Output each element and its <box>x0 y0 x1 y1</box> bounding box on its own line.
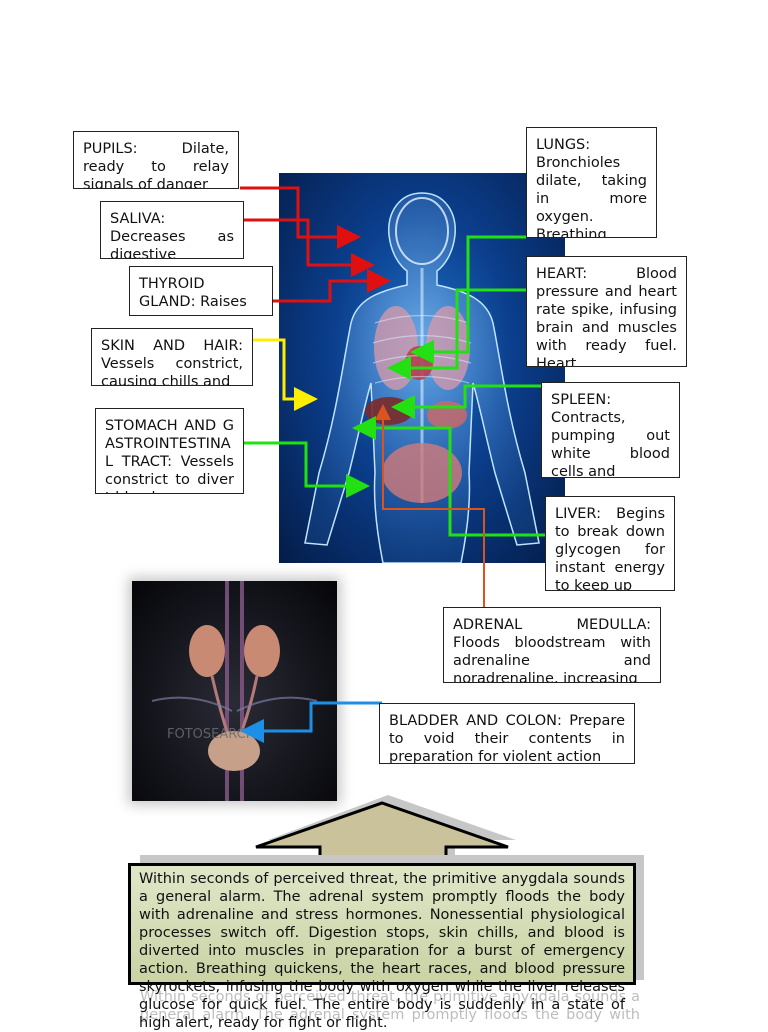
pelvic-vessels <box>151 696 318 712</box>
stomach-connector <box>244 441 370 498</box>
summary-faded-echo: Within seconds of perceived threat, the … <box>140 989 640 1023</box>
lungs-label: LUNGS: Bronchioles dilate, taking in mor… <box>526 127 657 238</box>
thyroid-connector <box>273 269 391 303</box>
saliva-label: SALIVA: Decreases as digestive <box>100 201 244 259</box>
skin-connector <box>253 338 318 411</box>
bladder-connector <box>240 701 382 743</box>
pupils-connector <box>240 186 361 249</box>
adrenal-connector <box>375 404 485 607</box>
right-kidney <box>244 625 280 677</box>
thyroid-label: THYROID GLAND: Raises <box>129 266 273 316</box>
spleen-label: SPLEEN: Contracts, pumping out white blo… <box>541 382 680 478</box>
skull-outline <box>395 197 449 265</box>
spleen-connector <box>391 384 541 419</box>
left-kidney <box>189 625 225 677</box>
adrenal-medulla-label: ADRENAL MEDULLA: Floods bloodstream with… <box>443 607 661 683</box>
bladder-colon-label: BLADDER AND COLON: Prepare to void their… <box>379 703 635 764</box>
intestines <box>382 443 462 503</box>
heart-label: HEART: Blood pressure and heart rate spi… <box>526 256 687 367</box>
heart-connector <box>387 288 526 380</box>
liver-label: LIVER: Begins to break down glycogen for… <box>545 496 675 591</box>
skin-and-hair-label: SKIN AND HAIR: Vessels constrict, causin… <box>91 328 253 386</box>
summary-text: Within seconds of perceived threat, the … <box>139 871 625 1031</box>
watermark-text: FOTOSEARCH <box>167 727 255 742</box>
saliva-connector <box>244 218 375 277</box>
lungs-connector <box>410 235 526 364</box>
stomach-label: STOMACH AND GASTROINTESTINAL TRACT: Vess… <box>95 408 244 494</box>
summary-box: Within seconds of perceived threat, the … <box>128 863 636 1031</box>
pupils-label: PUPILS: Dilate, ready to relay signals o… <box>73 131 239 189</box>
bladder-kidney-illustration: FOTOSEARCH <box>132 581 337 801</box>
ribcage <box>372 314 472 384</box>
pelvis-graphic: FOTOSEARCH <box>151 581 318 801</box>
liver-connector <box>352 416 545 537</box>
